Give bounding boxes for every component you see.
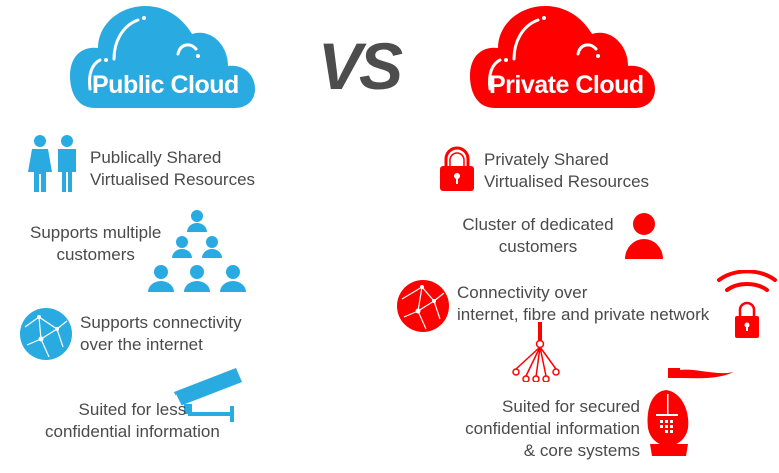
private-item-cluster: Cluster of dedicated customers [458,214,618,258]
public-item-confidential: Suited for less confidential information [45,399,220,443]
public-item-multiple: Supports multiple customers [30,222,161,266]
public-cloud-icon [70,6,255,108]
globe-network-icon [397,280,449,332]
private-cloud-icon [470,6,655,108]
public-cloud-title: Public Cloud [92,71,239,99]
private-cloud-title: Private Cloud [489,71,644,99]
vs-label: VS [318,29,403,103]
text-line: Connectivity over [457,283,588,302]
text-line: Suited for less [78,400,187,419]
text-line: Supports connectivity [80,313,242,332]
knight-helmet-icon [647,368,734,456]
private-item-shared: Privately Shared Virtualised Resources [484,149,649,193]
text-line: customers [498,237,578,256]
text-line: confidential information [465,419,640,438]
fibre-optic-icon [512,322,560,382]
text-line: Suited for secured [502,397,640,416]
text-line: Publically Shared [90,148,222,167]
public-item-shared: Publically Shared Virtualised Resources [90,147,255,191]
globe-network-icon [20,308,72,360]
text-line: customers [56,245,135,264]
person-icon [625,213,663,259]
text-line: Privately Shared [484,150,609,169]
text-line: & core systems [523,441,640,460]
text-line: Virtualised Resources [90,170,256,189]
private-item-secured: Suited for secured confidential informat… [440,396,640,462]
text-line: Cluster of dedicated [462,215,614,234]
text-line: internet, fibre and private network [457,305,710,324]
lock-icon [440,146,474,191]
security-camera-icon [172,368,242,422]
text-line: Virtualised Resources [484,172,650,191]
private-item-connectivity: Connectivity over internet, fibre and pr… [457,282,709,326]
public-item-connectivity: Supports connectivity over the internet [80,312,242,356]
customer-pyramid-icon [148,210,246,292]
text-line: confidential information [45,422,220,441]
text-line: Supports multiple [30,223,162,242]
people-icon [28,135,76,192]
text-line: over the internet [80,335,203,354]
wifi-lock-icon [717,270,777,338]
